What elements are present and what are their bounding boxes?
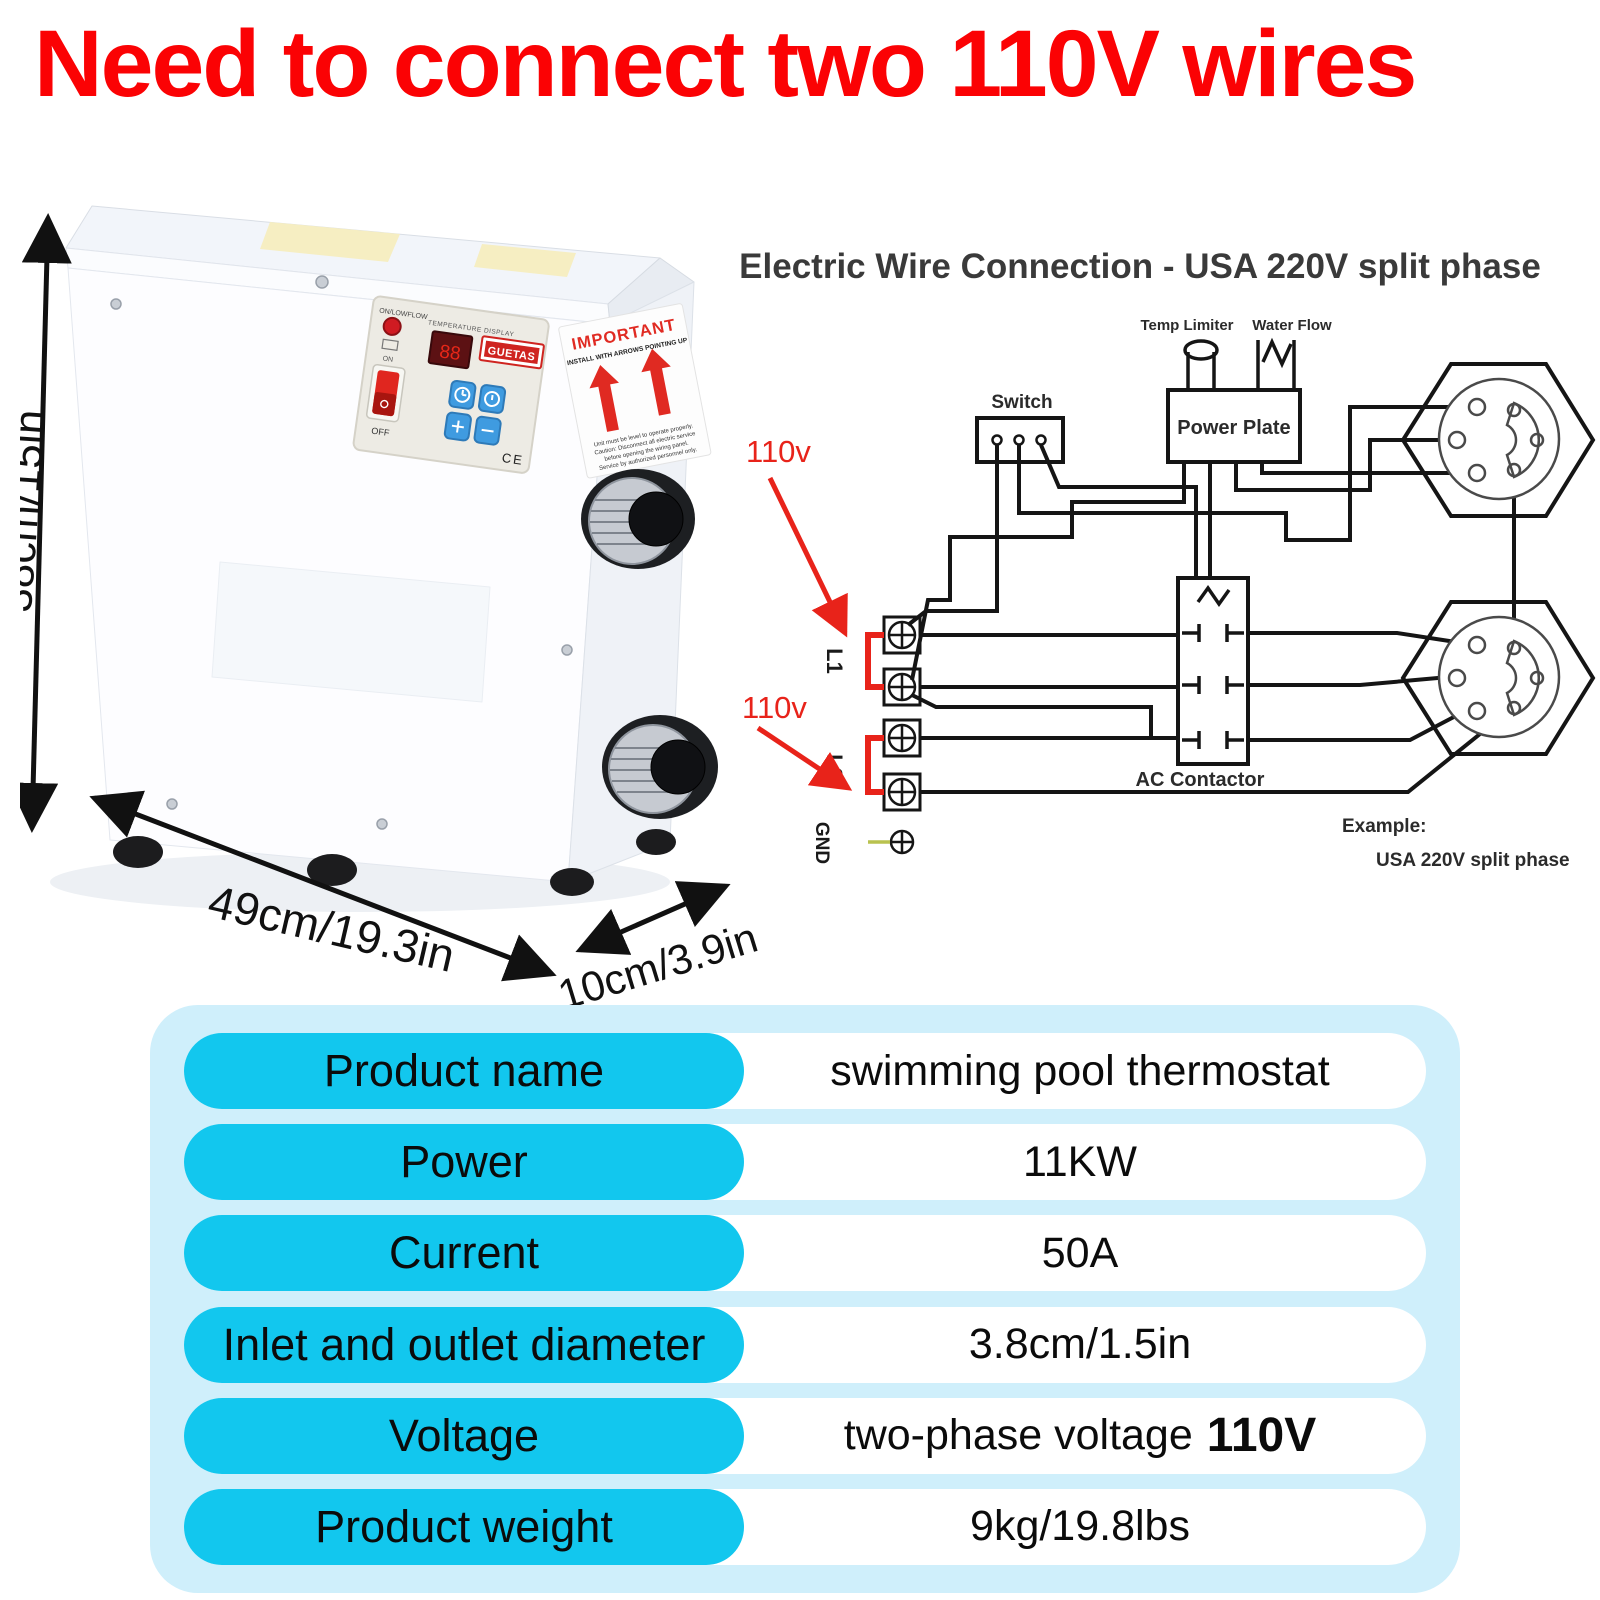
crescent [1505,639,1545,717]
brand-logo: GUETAS [478,335,545,370]
spec-label: Voltage [184,1397,744,1474]
depth-dimension: 10cm/3.9in [553,914,763,1017]
on-label: ON [382,355,393,363]
switch-box [975,416,1065,464]
height-arrow [20,213,72,833]
hot-jumpers [865,632,884,795]
spec-value: 50A [1041,1228,1119,1277]
heater-element-bottom [1400,600,1596,756]
terminal-block [882,615,922,855]
lid-sticker [260,222,400,262]
spec-value: 11KW [1023,1137,1137,1186]
v110-top-label: 110v [746,434,811,469]
spec-label: Inlet and outlet diameter [184,1306,744,1383]
minus-icon [481,428,494,433]
switch-icon [381,338,399,351]
width-arrow [89,790,557,982]
product-photo: ON/LOWFLOW ON OFF TEMPERATURE DISPLAY 88… [20,205,763,1017]
l1-label: L1 [822,648,847,674]
table-row: Product name swimming pool thermostat [184,1033,1426,1109]
rocker-switch[interactable] [365,363,406,423]
heater-element-top [1400,362,1596,518]
dimension-arrows [20,213,731,982]
temp-limiter-label: Temp Limiter [1140,317,1233,334]
dial-needle-icon [490,394,494,401]
inlet-pipe [602,715,718,819]
table-row: Voltage two-phase voltage 110V [184,1397,1426,1474]
wiring-diagram: Electric Wire Connection - USA 220V spli… [739,247,1596,871]
depth-arrow [575,881,731,955]
spec-label: Product weight [184,1488,744,1565]
v110-arrows [756,476,853,791]
ce-mark: CE [501,450,525,468]
example-label: Example: [1342,816,1426,837]
plus-icon [451,420,464,433]
clock-icon [454,386,471,403]
water-flow-label: Water Flow [1252,317,1332,334]
spec-value: 3.8cm/1.5in [968,1320,1192,1369]
coil-icon [1196,584,1231,608]
ac-contactor-box [1176,576,1250,766]
spec-value: 9kg/19.8lbs [970,1502,1190,1551]
led-display: 88 [427,330,474,370]
table-row: Current 50A [184,1215,1426,1292]
crescent [1505,401,1545,479]
switch-label: Switch [991,392,1052,413]
power-indicator-light [382,316,402,336]
power-plate-box: Power Plate [1166,388,1302,464]
spec-value-emphasis: 110V [1206,1409,1317,1463]
control-panel: ON/LOWFLOW ON OFF TEMPERATURE DISPLAY 88… [352,295,550,474]
spec-value: two-phase voltage [843,1411,1193,1460]
table-row: Product weight 9kg/19.8lbs [184,1488,1426,1565]
v110-bottom-label: 110v [742,690,807,725]
terminal-screws [887,620,917,807]
ac-contactor-label: AC Contactor [1136,769,1265,791]
example-value: USA 220V split phase [1376,850,1570,871]
element-pins [1447,635,1487,721]
clock-hands-icon [461,389,467,397]
gnd-label: GND [811,822,832,864]
off-label: OFF [371,426,391,438]
svg-text:88: 88 [438,341,462,365]
lid-sticker [474,244,576,277]
temp-limiter-icon [1183,339,1219,390]
important-sticker: IMPORTANT INSTALL WITH ARROWS POINTING U… [558,303,712,479]
spec-label: Power [184,1124,744,1201]
table-row: Inlet and outlet diameter 3.8cm/1.5in [184,1306,1426,1383]
height-dimension: 38cm/15in [20,408,55,614]
dial-icon [484,391,501,408]
contact-icons [1182,624,1244,749]
gnd-screw [889,829,915,855]
table-row: Power 11KW [184,1124,1426,1201]
front-recess [211,561,491,703]
up-arrow-icon [589,348,671,432]
water-flow-icon [1256,337,1296,390]
spec-label: Current [184,1215,744,1292]
panel-buttons[interactable] [443,379,507,446]
spec-label: Product name [184,1033,744,1109]
diagram-title: Electric Wire Connection - USA 220V spli… [739,247,1541,286]
page-title: Need to connect two 110V wires [34,11,1417,117]
svg-text:Power Plate: Power Plate [1177,417,1290,439]
element-pins [1447,397,1487,483]
spec-table: Product name swimming pool thermostat Po… [150,1005,1460,1593]
outlet-pipe [581,469,695,569]
spec-value: swimming pool thermostat [830,1046,1330,1095]
